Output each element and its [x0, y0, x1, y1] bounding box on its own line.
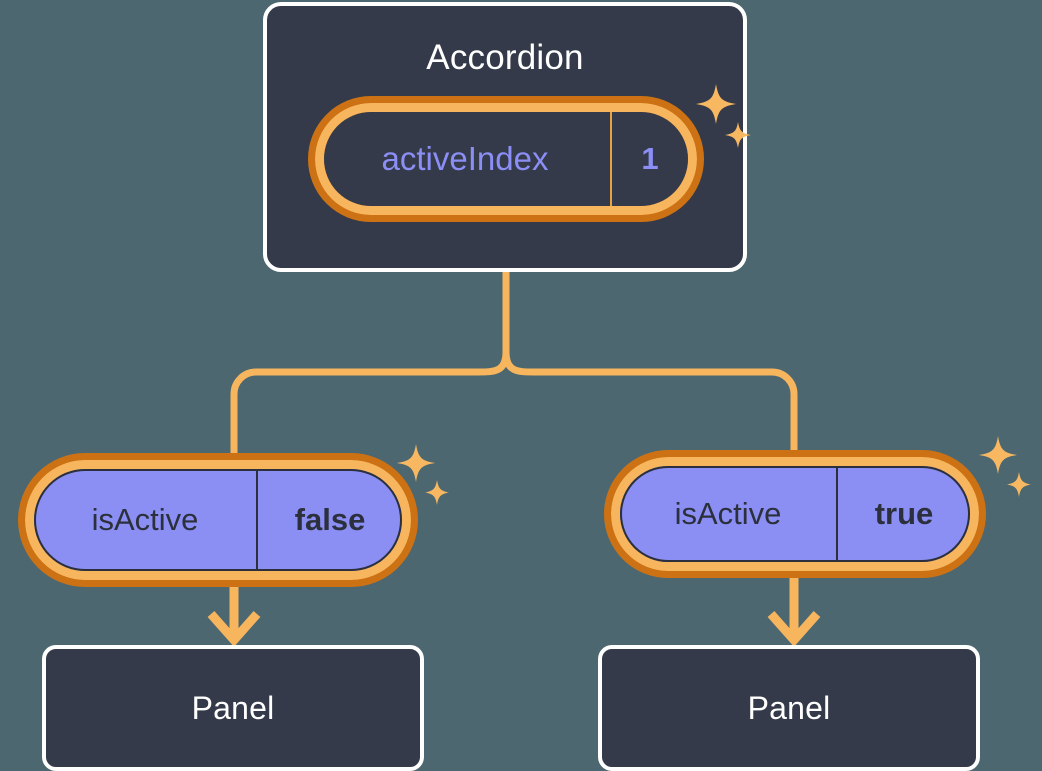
sparkle-icon-large — [979, 436, 1017, 474]
state-pill-activeindex-key: activeIndex — [381, 140, 549, 177]
sparkle-icon-small — [425, 480, 449, 505]
arrow-down-icon-right — [767, 611, 821, 647]
panel-node-title-left: Panel — [191, 689, 275, 726]
accordion-node-title: Accordion — [426, 38, 584, 77]
prop-pill-isactive-left-body: isActive false — [34, 469, 402, 571]
connector-branch-right — [502, 351, 798, 466]
prop-pill-isactive-left[interactable]: isActive false — [18, 453, 418, 587]
prop-pill-isactive-right[interactable]: isActive true — [604, 450, 986, 578]
panel-node-title-right: Panel — [747, 689, 831, 726]
panel-component-node-right[interactable]: Panel — [598, 645, 980, 771]
arrow-down-icon-left — [207, 611, 261, 647]
prop-pill-isactive-left-key: isActive — [91, 502, 199, 537]
prop-pill-isactive-right-value: true — [836, 466, 970, 562]
prop-pill-isactive-right-key: isActive — [674, 496, 782, 531]
state-pill-activeindex-body: activeIndex 1 — [324, 112, 688, 206]
state-pill-activeindex[interactable]: activeIndex 1 — [308, 96, 704, 222]
panel-component-node-left[interactable]: Panel — [42, 645, 424, 771]
prop-pill-isactive-left-value: false — [256, 469, 402, 571]
prop-pill-isactive-right-body: isActive true — [620, 466, 970, 562]
state-pill-activeindex-value: 1 — [610, 112, 688, 206]
sparkle-icon-large — [397, 444, 435, 482]
sparkle-icon-small — [1007, 472, 1031, 497]
